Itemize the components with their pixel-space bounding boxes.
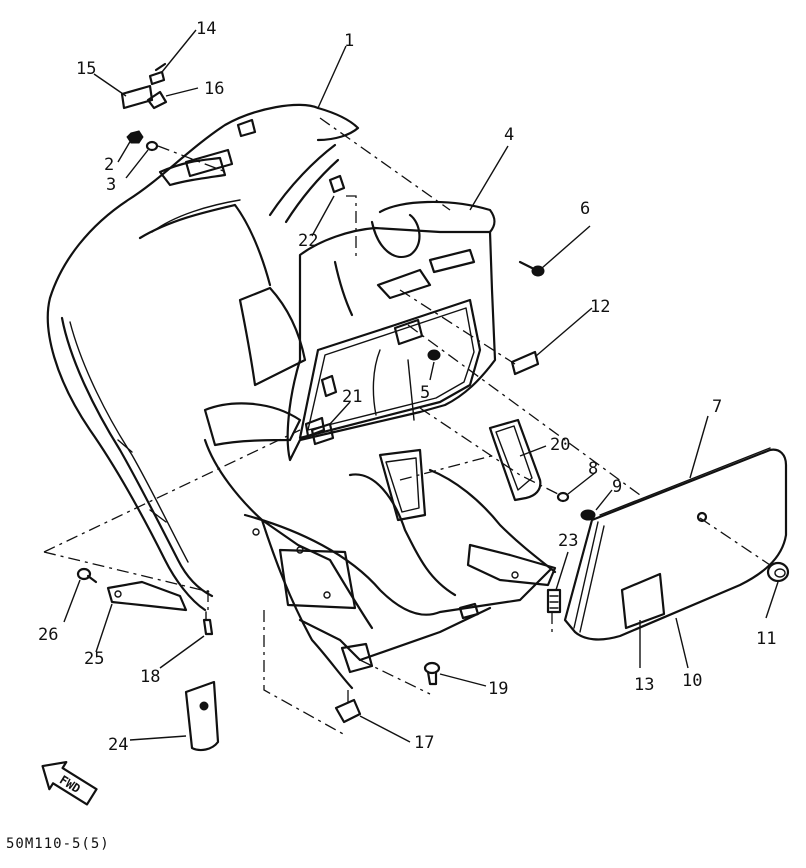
callout-labels: 1 2 3 4 5 6 7 8 9 10 11 12 13 14 15 16 1… — [38, 19, 776, 755]
callout-24: 24 — [108, 735, 128, 755]
bracket-part-25 — [106, 580, 188, 612]
bolt-part-26 — [76, 567, 98, 584]
callout-8: 8 — [588, 459, 598, 479]
callout-6: 6 — [580, 199, 590, 219]
side-panel-part-7 — [563, 447, 788, 641]
plate-part-15 — [120, 84, 154, 110]
fwd-label: FWD — [57, 773, 83, 796]
clip-part-21 — [304, 416, 326, 438]
washer-part-3 — [145, 140, 159, 152]
rivet-part-16 — [146, 90, 168, 110]
bolt-part-18 — [202, 611, 214, 636]
callout-9: 9 — [612, 477, 622, 497]
callout-25: 25 — [84, 649, 104, 669]
callout-7: 7 — [712, 397, 722, 417]
sticker-part-13 — [620, 572, 666, 630]
clip-part-12 — [510, 350, 540, 376]
callout-26: 26 — [38, 625, 58, 645]
assembly-lines — [43, 117, 771, 736]
callout-16: 16 — [204, 79, 224, 99]
cover-part-20 — [488, 418, 542, 502]
leader-lines — [63, 29, 779, 743]
screw-part-6 — [518, 260, 545, 277]
insulator-part-22 — [328, 174, 346, 194]
bolt-part-23 — [546, 588, 562, 614]
callout-23: 23 — [558, 531, 578, 551]
callout-19: 19 — [488, 679, 508, 699]
callout-21: 21 — [342, 387, 362, 407]
nut-part-2 — [126, 130, 144, 144]
inner-panel-part-4 — [286, 200, 497, 462]
callout-14: 14 — [196, 19, 216, 39]
washer-part-8 — [556, 491, 570, 503]
callout-10: 10 — [682, 671, 702, 691]
callout-1: 1 — [344, 31, 354, 51]
fastener-part-11 — [766, 561, 790, 583]
callout-18: 18 — [140, 667, 160, 687]
fwd-arrow-icon: FWD — [41, 760, 98, 806]
callout-17: 17 — [414, 733, 434, 753]
plate-part-24 — [184, 680, 220, 752]
nut-part-5 — [427, 349, 441, 361]
screw-part-9 — [580, 509, 596, 521]
bolt-part-19 — [423, 661, 441, 686]
callout-4: 4 — [504, 125, 514, 145]
callout-3: 3 — [106, 175, 116, 195]
leg-shield-part-1 — [46, 103, 360, 612]
callout-15: 15 — [76, 59, 96, 79]
callout-11: 11 — [756, 629, 776, 649]
lower-floor-section — [203, 438, 557, 690]
callout-13: 13 — [634, 675, 654, 695]
clip-part-14 — [148, 62, 167, 86]
clip-nut-part-17 — [334, 698, 362, 724]
callout-5: 5 — [420, 383, 430, 403]
drawing-code: 50M110-5(5) — [6, 836, 110, 852]
callout-22: 22 — [298, 231, 318, 251]
callout-12: 12 — [590, 297, 610, 317]
callout-2: 2 — [104, 155, 114, 175]
callout-20: 20 — [550, 435, 570, 455]
